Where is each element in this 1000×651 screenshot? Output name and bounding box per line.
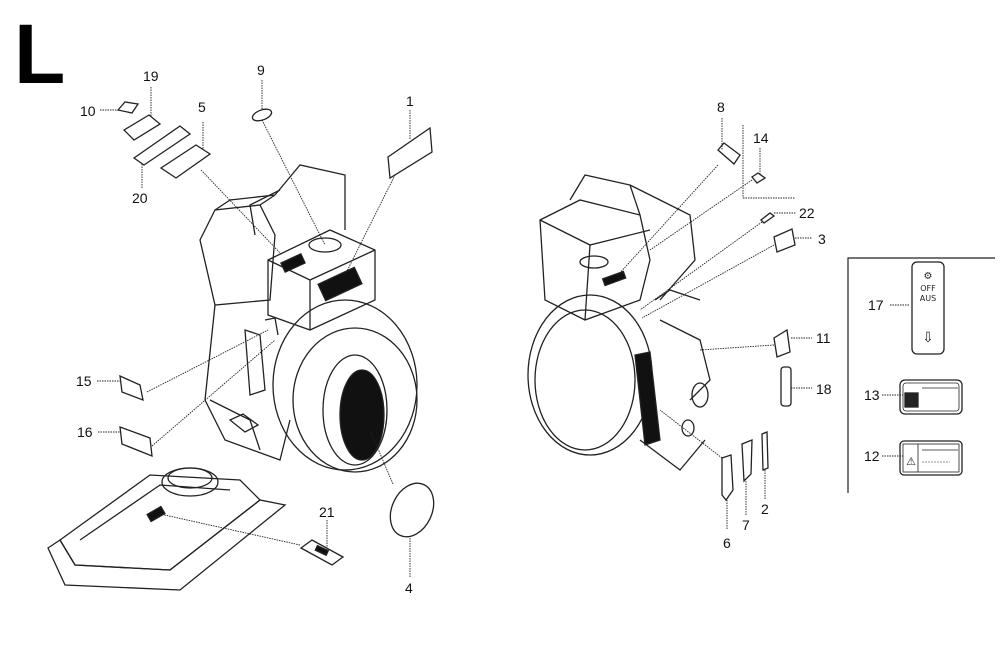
callout-1: 1	[406, 93, 414, 109]
decal-16	[119, 426, 153, 458]
decal-17-text-off: OFF	[920, 284, 936, 293]
decal-20	[132, 125, 192, 166]
section-letter: L	[14, 7, 66, 101]
callout-2: 2	[761, 501, 769, 517]
decal-10	[116, 101, 140, 114]
callout-7: 7	[742, 517, 750, 533]
callout-16: 16	[77, 424, 93, 440]
decal-13	[899, 379, 963, 415]
callout-19: 19	[143, 68, 159, 84]
callout-18: 18	[816, 381, 832, 397]
callout-17: 17	[868, 297, 884, 313]
right-engine-drawing	[527, 174, 711, 471]
callout-15: 15	[76, 373, 92, 389]
callout-3: 3	[818, 231, 826, 247]
decal-6	[721, 454, 734, 502]
decal-17-icon-glyph: ⚙	[924, 271, 933, 282]
callout-20: 20	[132, 190, 148, 206]
decal-15	[119, 374, 144, 402]
decal-3	[773, 228, 796, 253]
arrow-down-icon: ⇩	[922, 330, 934, 346]
decal-2	[761, 431, 769, 471]
decal-17-text-aus: AUS	[920, 294, 936, 303]
decal-4	[389, 482, 435, 538]
callout-9: 9	[257, 62, 265, 78]
left-engine-drawing	[199, 164, 418, 473]
warning-icon: ⚠	[906, 455, 916, 468]
callout-12: 12	[864, 448, 880, 464]
decal-14	[751, 172, 767, 184]
decal-17	[911, 261, 945, 355]
decal-9	[251, 108, 273, 122]
callout-11: 11	[816, 330, 831, 346]
decal-18	[780, 366, 792, 407]
decal-1	[387, 126, 433, 180]
decal-11	[773, 328, 791, 358]
callout-21: 21	[319, 504, 335, 520]
decal-7	[741, 439, 753, 483]
callout-10: 10	[80, 103, 96, 119]
callout-8: 8	[717, 99, 725, 115]
decal-5	[159, 144, 212, 179]
callout-13: 13	[864, 387, 880, 403]
decal-21	[299, 539, 345, 566]
callout-14: 14	[753, 130, 769, 146]
decal-8	[717, 142, 741, 165]
inset-panel	[847, 257, 995, 493]
decal-12	[899, 440, 963, 476]
callout-4: 4	[405, 580, 413, 596]
decal-22	[760, 212, 776, 224]
callout-22: 22	[799, 205, 815, 221]
callout-6: 6	[723, 535, 731, 551]
leader-lines	[97, 80, 910, 578]
decal-19	[122, 114, 162, 141]
callout-5: 5	[198, 99, 206, 115]
fuel-tank-drawing	[47, 467, 287, 591]
